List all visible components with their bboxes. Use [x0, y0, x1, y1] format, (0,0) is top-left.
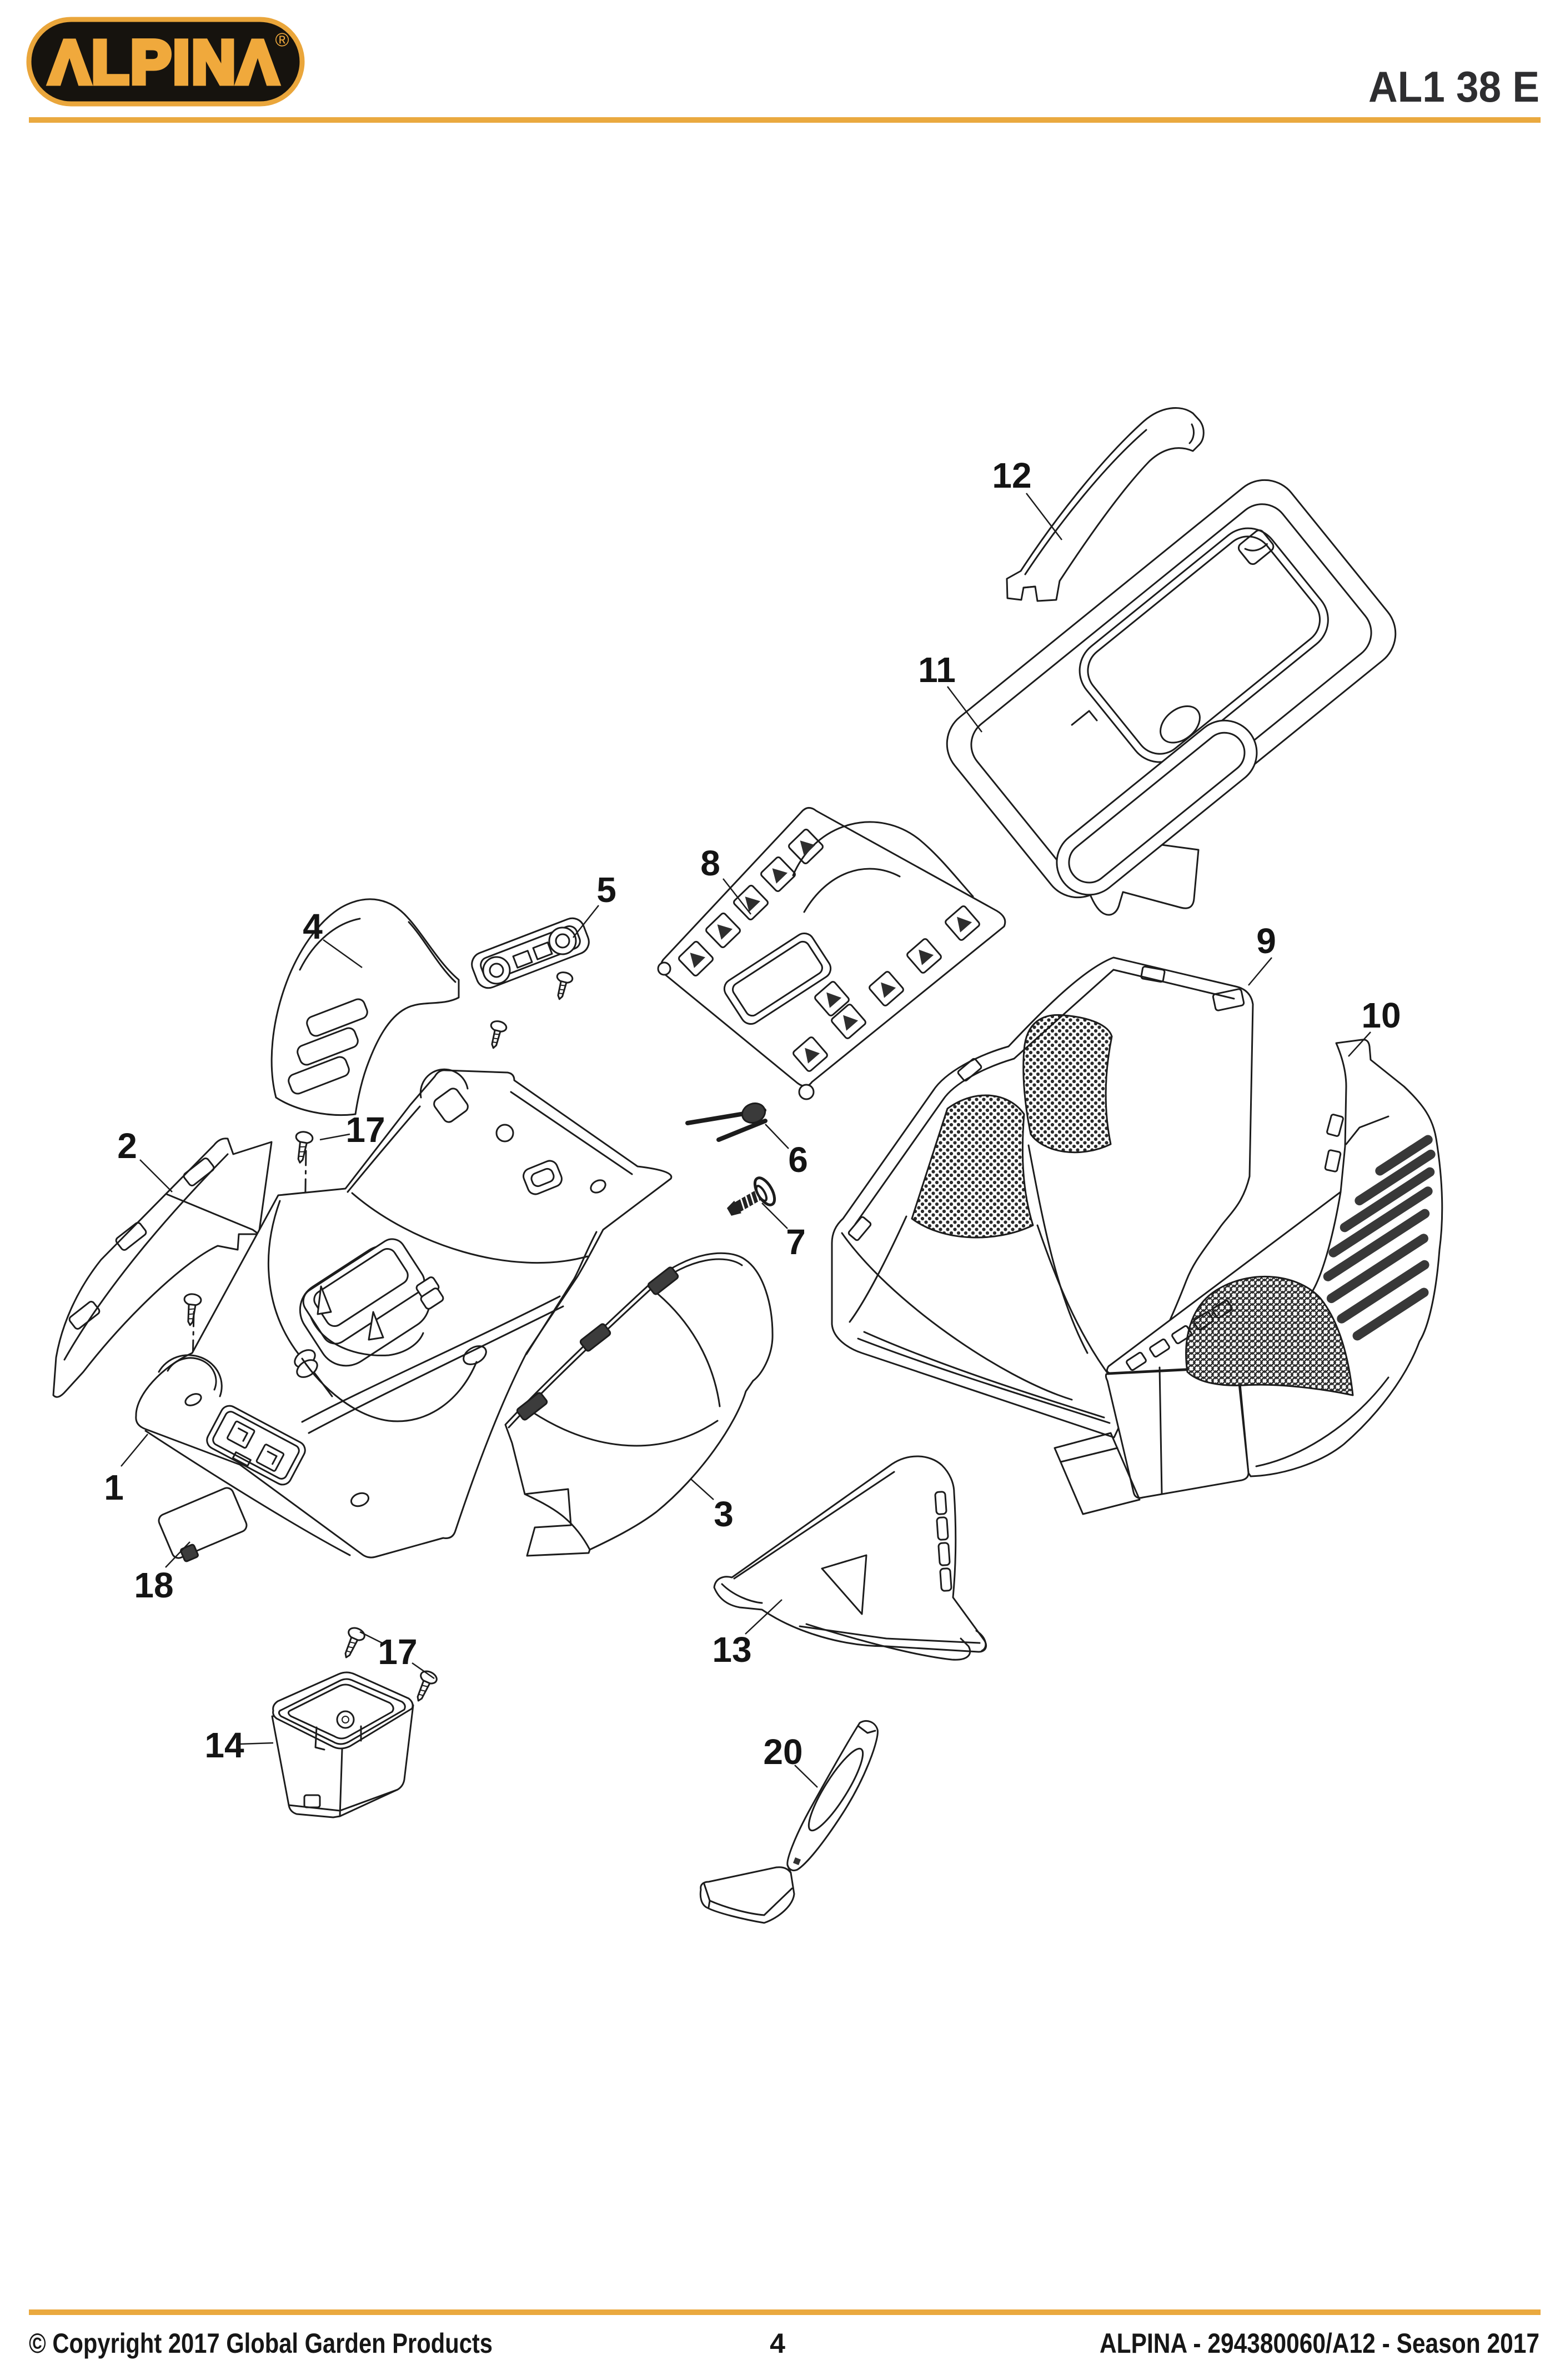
svg-text:9: 9 [1256, 921, 1276, 961]
svg-text:4: 4 [303, 906, 323, 946]
svg-text:14: 14 [204, 1725, 244, 1765]
svg-text:7: 7 [786, 1222, 806, 1262]
svg-text:8: 8 [700, 843, 720, 883]
svg-text:17: 17 [378, 1632, 417, 1672]
svg-text:2: 2 [117, 1126, 137, 1166]
svg-text:© Copyright 2017 Global Garden: © Copyright 2017 Global Garden Products [29, 2328, 493, 2359]
svg-text:3: 3 [714, 1494, 734, 1534]
svg-text:6: 6 [788, 1140, 808, 1180]
svg-text:11: 11 [918, 650, 956, 690]
svg-text:18: 18 [134, 1565, 173, 1605]
svg-text:20: 20 [763, 1732, 802, 1772]
svg-text:13: 13 [712, 1630, 751, 1670]
svg-text:AL1 38 E: AL1 38 E [1368, 62, 1539, 111]
svg-text:17: 17 [345, 1110, 385, 1150]
svg-text:ALPINA - 294380060/A12 - Seaso: ALPINA - 294380060/A12 - Season 2017 [1100, 2328, 1539, 2359]
svg-text:10: 10 [1361, 995, 1401, 1035]
svg-text:ΛLPINΛ: ΛLPINΛ [49, 28, 279, 97]
svg-text:1: 1 [104, 1467, 124, 1507]
svg-text:12: 12 [992, 455, 1031, 495]
svg-text:®: ® [275, 29, 289, 51]
svg-text:4: 4 [770, 2328, 785, 2359]
svg-text:5: 5 [596, 870, 616, 910]
